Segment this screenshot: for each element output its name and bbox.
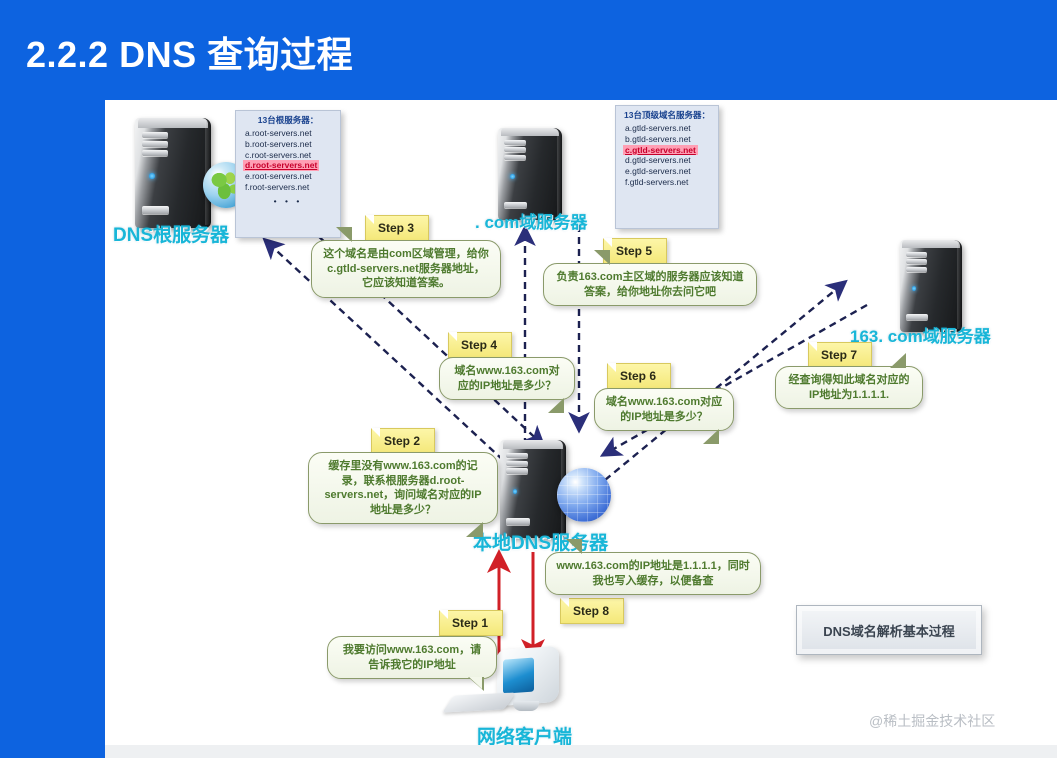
- step-5-text: 负责163.com主区域的服务器应该知道答案，给你地址你去问它吧: [556, 271, 744, 298]
- gtld-server-list: 13台顶级域名服务器： a.gtld-servers.net b.gtld-se…: [615, 105, 719, 229]
- root-list-title: 13台根服务器：: [257, 115, 319, 125]
- step-7-text: 经查询得知此域名对应的IP地址为1.1.1.1.: [788, 374, 910, 401]
- connector-arrows: [262, 219, 868, 663]
- step-3-bubble: 这个域名是由com区域管理，给你c.gtld-servers.net服务器地址，…: [311, 227, 501, 298]
- step-7-bubble: 经查询得知此域名对应的IP地址为1.1.1.1.: [775, 353, 923, 410]
- step-8-bubble: www.163.com的IP地址是1.1.1.1，同时我也写入缓存，以便备查: [545, 539, 761, 596]
- root-list-item: f.root-servers.net: [245, 182, 310, 193]
- step-8-text: www.163.com的IP地址是1.1.1.1，同时我也写入缓存，以便备查: [556, 560, 750, 587]
- client-label: 网络客户端: [477, 727, 573, 745]
- caption-box: DNS域名解析基本过程: [796, 605, 982, 655]
- step-5-tab[interactable]: Step 5: [603, 238, 668, 264]
- watermark: @稀土掘金技术社区: [869, 713, 996, 729]
- gtld-list-item: e.gtld-servers.net: [625, 166, 691, 177]
- client-monitor-stand: [513, 701, 539, 711]
- diagram-canvas: DNS根服务器 13台根服务器： a.root-servers.net b.ro…: [105, 100, 1057, 745]
- root-list-item: e.root-servers.net: [245, 171, 312, 182]
- step-6-tab[interactable]: Step 6: [607, 363, 672, 389]
- local-dns-globe-icon: [557, 468, 611, 522]
- com-server-icon: [498, 128, 562, 220]
- root-list-item: b.root-servers.net: [245, 138, 312, 149]
- step-1-bubble: 我要访问www.163.com，请告诉我它的IP地址: [327, 636, 497, 692]
- step-4-text: 域名www.163.com对应的IP地址是多少？: [454, 365, 560, 392]
- gtld-list-item-highlighted: c.gtld-servers.net: [623, 144, 698, 156]
- step-8-tab[interactable]: Step 8: [560, 598, 625, 624]
- gtld-list-item: a.gtld-servers.net: [625, 122, 691, 133]
- step-1-text: 我要访问www.163.com，请告诉我它的IP地址: [342, 644, 482, 671]
- step-7-tab[interactable]: Step 7: [808, 342, 873, 368]
- local-dns-server-label: 本地DNS服务器: [473, 533, 609, 554]
- root-server-icon: [135, 118, 211, 228]
- step-2-bubble: 缓存里没有www.163.com的记录，联系根服务器d.root-servers…: [308, 452, 498, 538]
- step-3-text: 这个域名是由com区域管理，给你c.gtld-servers.net服务器地址，…: [323, 248, 489, 290]
- root-list-item: a.root-servers.net: [245, 127, 312, 138]
- root-server-label: DNS根服务器: [113, 225, 230, 246]
- step-6-bubble: 域名www.163.com对应的IP地址是多少？: [594, 388, 734, 445]
- local-dns-server-icon: [500, 440, 566, 538]
- step-2-tab[interactable]: Step 2: [371, 428, 436, 454]
- step-4-tab[interactable]: Step 4: [448, 332, 513, 358]
- gtld-list-item: f.gtld-servers.net: [625, 177, 689, 188]
- root-server-list: 13台根服务器： a.root-servers.net b.root-serve…: [235, 110, 341, 238]
- bottom-strip: [105, 745, 1057, 758]
- step-2-text: 缓存里没有www.163.com的记录，联系根服务器d.root-servers…: [324, 460, 482, 516]
- com-server-label: . com域服务器: [475, 213, 588, 232]
- root-list-ellipsis: • • •: [273, 196, 303, 207]
- root-list-item: c.root-servers.net: [245, 149, 312, 160]
- sub-domain-server-label: 163. com域服务器: [850, 327, 991, 346]
- gtld-list-item: b.gtld-servers.net: [625, 133, 691, 144]
- sub-domain-server-icon: [900, 240, 962, 332]
- step-1-tab[interactable]: Step 1: [439, 610, 504, 636]
- step-6-text: 域名www.163.com对应的IP地址是多少？: [605, 396, 723, 423]
- caption-box-text: DNS域名解析基本过程: [823, 623, 955, 639]
- page-title: 2.2.2 DNS 查询过程: [26, 34, 354, 75]
- step-5-bubble: 负责163.com主区域的服务器应该知道答案，给你地址你去问它吧: [543, 250, 757, 307]
- gtld-list-title: 13台顶级域名服务器：: [624, 110, 710, 120]
- step-3-tab[interactable]: Step 3: [365, 215, 430, 241]
- root-list-item-highlighted: d.root-servers.net: [243, 160, 320, 172]
- step-4-bubble: 域名www.163.com对应的IP地址是多少？: [439, 357, 575, 414]
- gtld-list-item: d.gtld-servers.net: [625, 155, 691, 166]
